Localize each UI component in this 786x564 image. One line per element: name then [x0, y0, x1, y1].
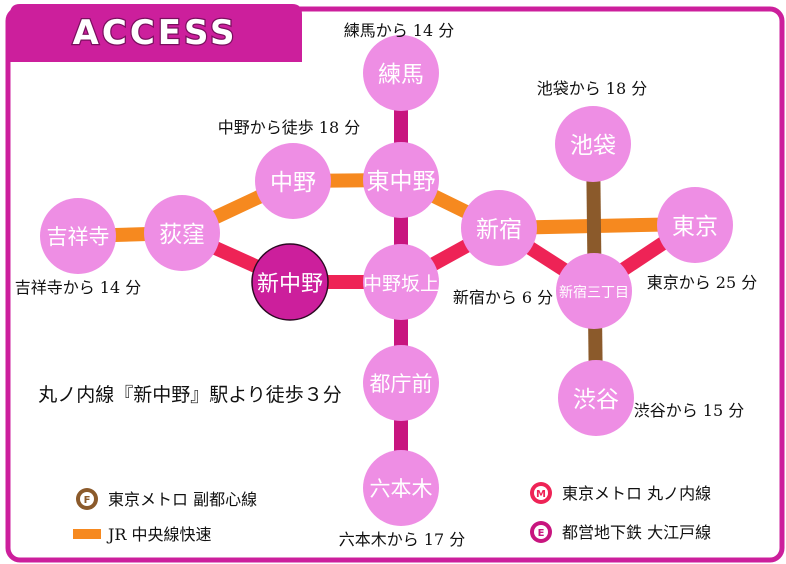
- station-tochomae: 都庁前: [363, 345, 439, 421]
- station-label: 新宿: [476, 217, 522, 243]
- station-label: 中野: [270, 170, 316, 196]
- station-kichijoji: 吉祥寺: [40, 198, 116, 274]
- station-label: 新宿三丁目: [559, 284, 629, 301]
- legend-label: 都営地下鉄 大江戸線: [562, 523, 711, 542]
- station-label: 東中野: [367, 169, 436, 195]
- note-nakano: 中野から徒歩 18 分: [218, 118, 361, 137]
- station-label: 東京: [672, 214, 718, 240]
- station-shin-nakano: 新中野: [251, 243, 329, 321]
- chuo-swatch: [73, 529, 101, 539]
- station-label: 渋谷: [573, 387, 619, 413]
- legend-label: JR 中央線快速: [106, 525, 212, 544]
- legend-label: 東京メトロ 副都心線: [108, 490, 257, 509]
- fukutoshin-icon-letter: F: [84, 495, 91, 506]
- station-tokyo: 東京: [657, 187, 733, 263]
- legend-marunouchi: M 東京メトロ 丸ノ内線: [530, 482, 711, 504]
- station-shibuya: 渋谷: [558, 360, 634, 436]
- note-kichijoji: 吉祥寺から 14 分: [15, 278, 142, 297]
- note-roppongi: 六本木から 17 分: [339, 530, 466, 549]
- note-nerima: 練馬から 14 分: [344, 21, 455, 40]
- note-main-access: 丸ノ内線『新中野』駅より徒歩３分: [38, 384, 342, 406]
- station-nakano: 中野: [255, 143, 331, 219]
- station-label: 吉祥寺: [47, 225, 110, 249]
- legend-chuo: JR 中央線快速: [73, 525, 212, 544]
- station-shinjuku: 新宿: [461, 190, 537, 266]
- station-nerima: 練馬: [363, 35, 439, 111]
- station-shinjuku-sanchome: 新宿三丁目: [556, 253, 632, 329]
- note-shibuya: 渋谷から 15 分: [634, 401, 745, 420]
- station-roppongi: 六本木: [363, 450, 439, 526]
- note-tokyo: 東京から 25 分: [647, 273, 758, 292]
- station-label: 中野坂上: [363, 273, 439, 295]
- station-label: 六本木: [370, 477, 433, 501]
- station-label: 練馬: [378, 62, 424, 88]
- page-title: ACCESS: [73, 13, 238, 53]
- oedo-icon-letter: E: [538, 528, 545, 539]
- station-nakano-sakaue: 中野坂上: [363, 244, 439, 320]
- header-tab: ACCESS: [10, 4, 302, 62]
- marunouchi-icon-letter: M: [536, 489, 546, 500]
- legend-fukutoshin: F 東京メトロ 副都心線: [76, 488, 257, 510]
- note-shinjuku: 新宿から 6 分: [453, 288, 553, 307]
- station-label: 池袋: [570, 133, 616, 159]
- station-higashi-nakano: 東中野: [363, 142, 439, 218]
- station-ogikubo: 荻窪: [144, 195, 220, 271]
- station-label: 新中野: [257, 272, 323, 297]
- note-ikebukuro: 池袋から 18 分: [537, 79, 648, 98]
- station-label: 荻窪: [159, 222, 205, 248]
- station-label: 都庁前: [370, 372, 433, 396]
- legend-oedo: E 都営地下鉄 大江戸線: [530, 521, 711, 543]
- station-ikebukuro: 池袋: [555, 106, 631, 182]
- legend-label: 東京メトロ 丸ノ内線: [562, 484, 711, 503]
